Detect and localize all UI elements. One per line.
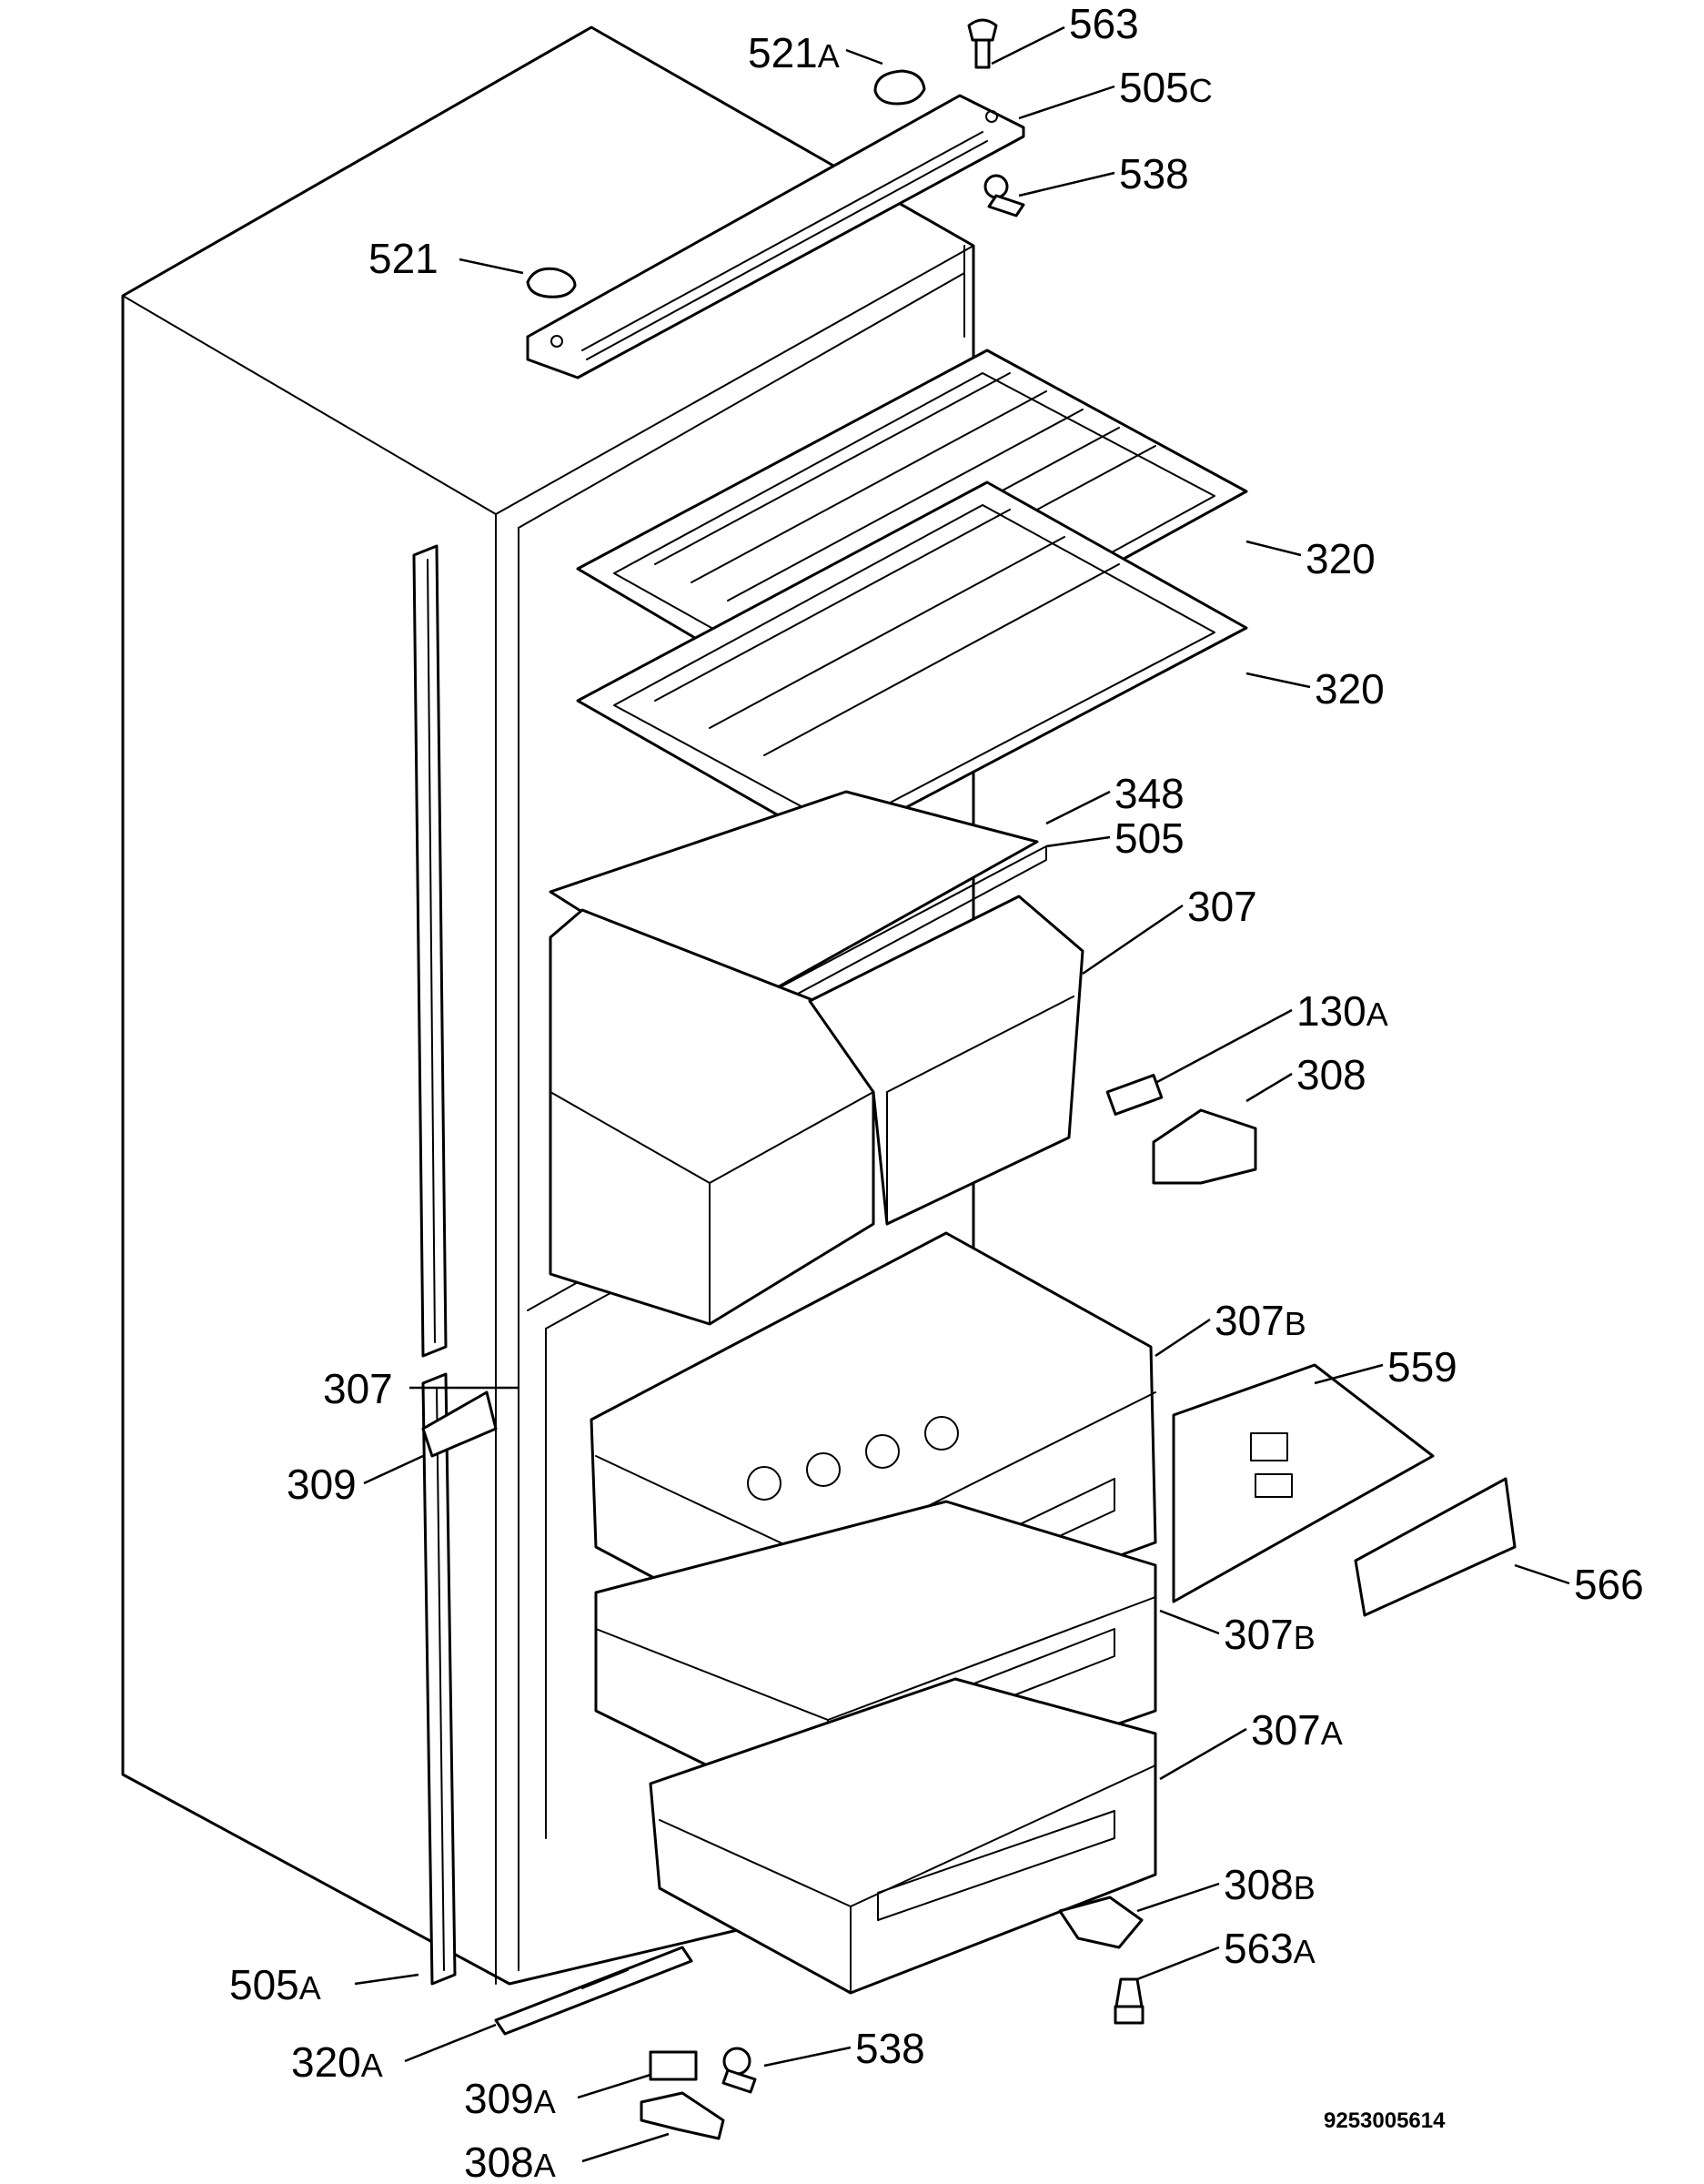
top-screw: [967, 18, 998, 69]
reference-number: 9253005614: [1324, 2108, 1446, 2133]
callout-label: 566: [1574, 1561, 1644, 1608]
callout-label: 505C: [1119, 64, 1213, 111]
callout-label: 307B: [1224, 1611, 1316, 1658]
crisper-drawer-right: [808, 895, 1084, 1226]
callout-label: 308B: [1224, 1861, 1316, 1908]
callout-label: 521A: [748, 29, 840, 76]
top-cover-cap-a: [873, 69, 926, 106]
callout-label: 563: [1069, 0, 1139, 47]
lower-screw: [1114, 1977, 1144, 2025]
callout-label: 521: [368, 235, 439, 282]
bottom-hinge-pin: [721, 2047, 757, 2094]
callout-label: 307B: [1215, 1297, 1306, 1344]
freezer-basket-lower: [649, 1677, 1157, 1995]
top-cover-cap: [526, 267, 577, 298]
glass-shelf-lower: [576, 480, 1248, 848]
callout-label: 320: [1306, 535, 1376, 582]
callout-label: 538: [1119, 150, 1189, 197]
middle-hinge-bracket: [1105, 1074, 1257, 1185]
callout-label: 320A: [291, 2038, 383, 2086]
callout-label: 307: [323, 1365, 393, 1412]
freezer-divider-plate: [1172, 1363, 1435, 1603]
callout-label: 308A: [464, 2138, 556, 2184]
divider-handle: [1354, 1477, 1517, 1617]
callout-label: 309A: [464, 2075, 556, 2122]
door-stop-block: [421, 1390, 498, 1458]
top-hinge-rail: [526, 94, 1025, 379]
door-gasket-profile: [412, 544, 457, 1986]
callout-labels: 563 521A 505C 538 521 320 320 348 505 30…: [229, 0, 1644, 2184]
lower-hinge-bracket: [1058, 1896, 1144, 1949]
crisper-drawer-left: [549, 908, 875, 1326]
callout-label: 559: [1387, 1343, 1457, 1390]
callout-label: 307A: [1251, 1706, 1343, 1754]
callout-label: 130A: [1296, 987, 1388, 1035]
callout-label: 505A: [229, 1961, 321, 2008]
bottom-hinge-bracket: [640, 2091, 725, 2140]
hinge-pin-top: [983, 174, 1025, 217]
bottom-rail: [494, 1946, 693, 2036]
bottom-cap: [649, 2050, 698, 2081]
leader-lines: [354, 25, 1570, 2163]
callout-label: 320: [1315, 665, 1385, 713]
callout-label: 505: [1114, 814, 1185, 862]
callout-label: 309: [287, 1461, 357, 1508]
callout-label: 307: [1187, 883, 1257, 930]
callout-label: 538: [855, 2025, 925, 2072]
callout-label: 563A: [1224, 1925, 1316, 1972]
callout-label: 308: [1296, 1051, 1366, 1098]
callout-label: 348: [1114, 770, 1185, 817]
